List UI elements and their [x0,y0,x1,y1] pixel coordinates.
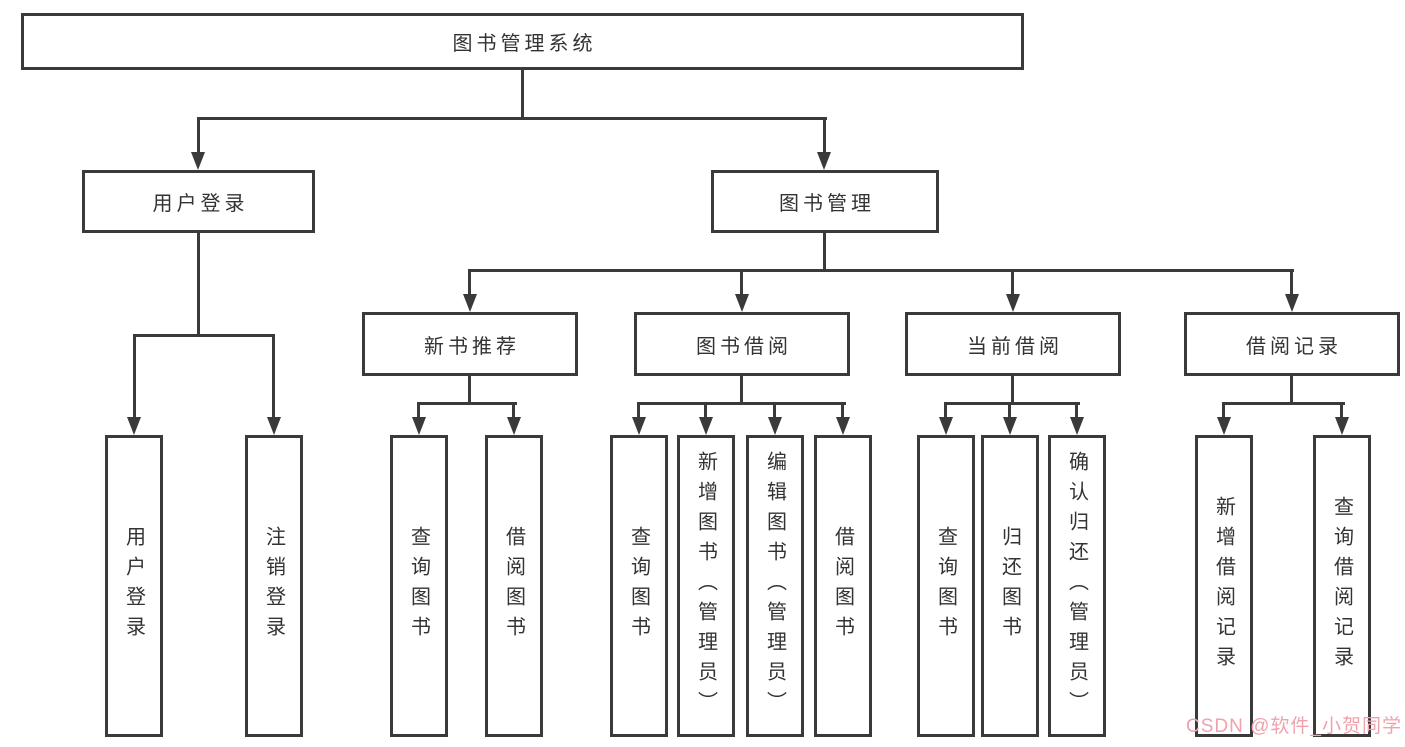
leaf-edit-books-admin: 编辑图书（管理员） [746,435,804,737]
arrow-down-icon [267,417,281,435]
node-user-login: 用户登录 [82,170,315,233]
connector-line [1011,376,1014,405]
arrow-down-icon [1070,417,1084,435]
leaf-query-borrow-record: 查询借阅记录 [1313,435,1371,737]
arrow-down-icon [1335,417,1349,435]
arrow-down-icon [836,417,850,435]
connector-line [740,376,743,405]
leaf-borrow-books-recommend: 借阅图书 [485,435,543,737]
connector-line [512,402,515,419]
watermark: CSDN @软件_小贺同学 [1186,716,1402,737]
connector-line [1340,402,1343,419]
connector-line [637,402,846,405]
leaf-add-books-admin: 新增图书（管理员） [677,435,735,737]
leaf-query-books-current: 查询图书 [917,435,975,737]
connector-line [133,336,136,418]
arrow-down-icon [1217,417,1231,435]
connector-line [417,402,517,405]
connector-line [469,269,1294,272]
connector-line [1290,376,1293,405]
connector-line [637,402,640,419]
connector-line [133,334,275,337]
arrow-down-icon [1285,294,1299,312]
connector-line [197,233,200,337]
node-borrowing-records: 借阅记录 [1184,312,1400,376]
leaf-logout-login: 注销登录 [245,435,303,737]
leaf-user-login: 用户登录 [105,435,163,737]
arrow-down-icon [1006,294,1020,312]
connector-line [1075,402,1078,419]
leaf-query-books-recommend: 查询图书 [390,435,448,737]
connector-line [468,376,471,405]
node-current-borrowing: 当前借阅 [905,312,1121,376]
arrow-down-icon [1003,417,1017,435]
arrow-down-icon [735,294,749,312]
connector-line [417,402,420,419]
connector-line [197,117,827,120]
connector-line [823,117,826,155]
arrow-down-icon [127,417,141,435]
arrow-down-icon [768,417,782,435]
node-new-book-recommendation: 新书推荐 [362,312,578,376]
connector-line [272,336,275,418]
connector-line [1290,269,1293,296]
connector-line [773,402,776,419]
arrow-down-icon [632,417,646,435]
connector-line [521,70,524,117]
arrow-down-icon [939,417,953,435]
leaf-add-borrow-record: 新增借阅记录 [1195,435,1253,737]
connector-line [944,402,1080,405]
arrow-down-icon [412,417,426,435]
node-library-management-system: 图书管理系统 [21,13,1024,70]
connector-line [1222,402,1225,419]
arrow-down-icon [507,417,521,435]
connector-line [823,233,826,272]
leaf-query-books-borrowing: 查询图书 [610,435,668,737]
arrow-down-icon [817,152,831,170]
connector-line [740,269,743,296]
leaf-confirm-return-admin: 确认归还（管理员） [1048,435,1106,737]
leaf-borrow-books: 借阅图书 [814,435,872,737]
node-book-borrowing: 图书借阅 [634,312,850,376]
connector-line [704,402,707,419]
node-book-management: 图书管理 [711,170,939,233]
connector-line [841,402,844,419]
arrow-down-icon [191,152,205,170]
leaf-return-books: 归还图书 [981,435,1039,737]
connector-line [1008,402,1011,419]
connector-line [1222,402,1345,405]
arrow-down-icon [699,417,713,435]
connector-line [197,117,200,155]
connector-line [944,402,947,419]
connector-line [1011,269,1014,296]
connector-line [468,269,471,296]
arrow-down-icon [463,294,477,312]
